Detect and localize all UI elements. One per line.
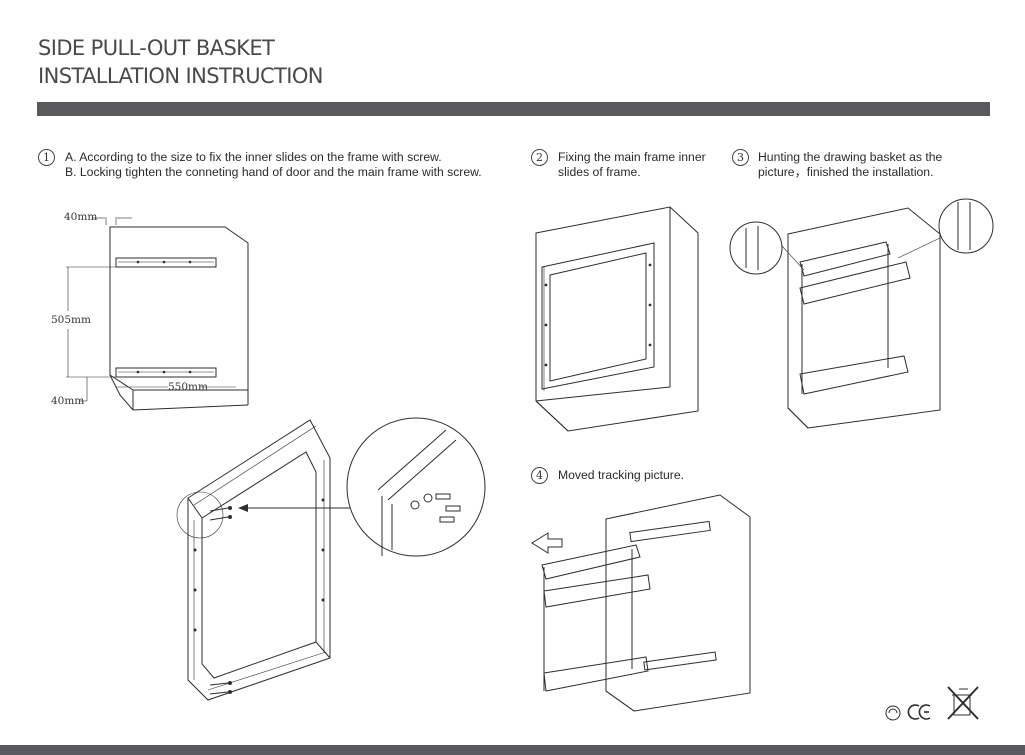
- dimension-top-offset: 40mm: [64, 211, 98, 223]
- recycle-mark-icon: [885, 705, 901, 721]
- step-3-line-1: Hunting the drawing basket as the: [758, 150, 943, 164]
- step-3-text: Hunting the drawing basket as the pictur…: [758, 150, 942, 180]
- weee-bin-icon: [947, 686, 979, 720]
- title-line-2: INSTALLATION INSTRUCTION: [38, 64, 324, 88]
- step-2-text: Fixing the main frame inner slides of fr…: [558, 150, 706, 180]
- figure-main-frame: [535, 206, 699, 432]
- step-1-number: 1: [38, 149, 55, 166]
- step-1-line-b: B. Locking tighten the conneting hand of…: [65, 165, 482, 179]
- step-2-line-2: slides of frame.: [558, 165, 641, 179]
- step-3-line-2: picture，finished the installation.: [758, 165, 934, 179]
- dimension-depth: 550mm: [168, 381, 208, 393]
- header-divider-bar: [37, 102, 990, 116]
- step-4-text: Moved tracking picture.: [558, 468, 684, 483]
- dimension-bottom-offset: 40mm: [51, 395, 85, 407]
- dimension-height: 505mm: [51, 314, 91, 326]
- ce-mark-icon: [907, 704, 931, 720]
- step-3-number: 3: [732, 149, 749, 166]
- step-2-line-1: Fixing the main frame inner: [558, 150, 706, 164]
- page-title: SIDE PULL-OUT BASKET INSTALLATION INSTRU…: [38, 34, 324, 90]
- step-2-number: 2: [531, 149, 548, 166]
- step-4-line-1: Moved tracking picture.: [558, 468, 684, 482]
- figure-basket-installed: [729, 198, 994, 429]
- title-line-1: SIDE PULL-OUT BASKET: [38, 36, 275, 60]
- footer-bar: [0, 745, 1025, 755]
- step-1-line-a: A. According to the size to fix the inne…: [65, 150, 442, 164]
- step-4-number: 4: [531, 467, 548, 484]
- step-1-text: A. According to the size to fix the inne…: [65, 150, 482, 180]
- figure-cabinet-dimensions: [66, 217, 249, 411]
- figure-moved-tracking: [531, 494, 751, 712]
- figure-frame-screws: [176, 417, 486, 701]
